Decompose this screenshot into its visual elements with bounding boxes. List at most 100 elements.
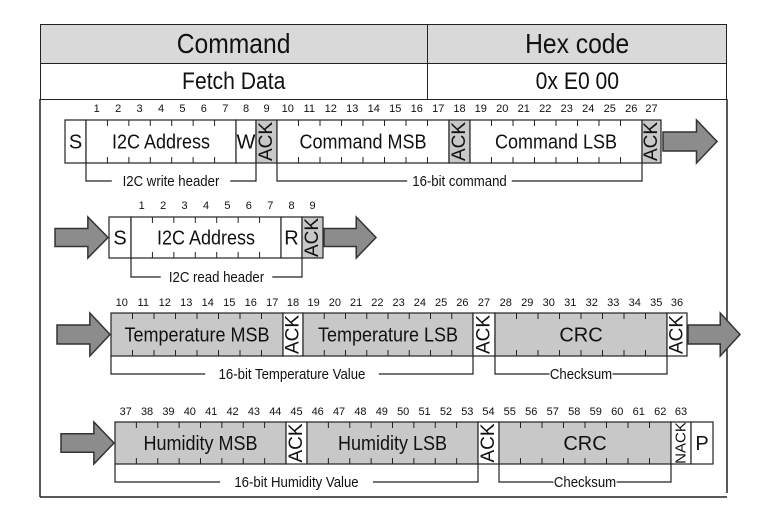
bit-number: 52	[440, 406, 452, 418]
bit-number: 40	[184, 406, 196, 418]
bit-number: 63	[675, 406, 687, 418]
segment-ack-box	[641, 119, 662, 164]
bit-number: 9	[263, 103, 269, 115]
cell-command-value: Fetch Data	[182, 67, 286, 95]
bit-number: 22	[371, 297, 383, 309]
bit-number: 23	[393, 297, 405, 309]
bit-number: 48	[354, 406, 366, 418]
segment-ack-label: ACK	[302, 218, 323, 257]
arrow-in-icon	[56, 311, 112, 358]
arrow-out-icon	[687, 311, 742, 358]
bit-number: 45	[290, 406, 302, 418]
bit-number: 14	[202, 297, 214, 309]
bracket-checksum-label: Checksum	[554, 473, 616, 490]
bit-number: 60	[611, 406, 623, 418]
bit-number: 16	[411, 103, 423, 115]
bit-number: 17	[266, 297, 278, 309]
bit-number: 26	[625, 103, 637, 115]
bracket-checksum-label: Checksum	[550, 365, 612, 382]
bit-number: 27	[478, 297, 490, 309]
bit-number: 26	[456, 297, 468, 309]
bit-number: 47	[333, 406, 345, 418]
bracket-16-bit-humidity-value-label: 16-bit Humidity Value	[234, 473, 358, 490]
bit-number: 20	[329, 297, 341, 309]
table-header-row: Command Hex code	[40, 24, 727, 64]
arrow-out-icon	[662, 118, 719, 165]
segment-humidity-msb-label: Humidity MSB	[144, 433, 258, 455]
segment-ack-label: ACK	[478, 423, 499, 462]
bit-number: 2	[160, 200, 166, 212]
bracket-checksum-line	[616, 464, 672, 483]
bit-number: 24	[582, 103, 594, 115]
bit-number: 4	[158, 103, 164, 115]
bit-number: 13	[180, 297, 192, 309]
bit-number: 37	[120, 406, 132, 418]
bit-number: 20	[496, 103, 508, 115]
bit-number: 25	[435, 297, 447, 309]
bit-number: 18	[453, 103, 465, 115]
bit-number: 25	[604, 103, 616, 115]
bit-number: 15	[389, 103, 401, 115]
bit-number: 8	[243, 103, 249, 115]
cell-hex-code: 0x E0 00	[427, 63, 727, 100]
bit-number: 14	[368, 103, 380, 115]
bracket-i2c-write-header-line	[230, 163, 257, 182]
bit-number: 51	[418, 406, 430, 418]
segment-ack-label: ACK	[286, 423, 307, 462]
bit-number: 39	[162, 406, 174, 418]
bit-number: 53	[461, 406, 473, 418]
bit-number: 35	[650, 297, 662, 309]
segment-temperature-msb-label: Temperature MSB	[125, 325, 270, 347]
bit-number: 21	[518, 103, 530, 115]
bit-number: 54	[482, 406, 494, 418]
bit-number: 4	[203, 200, 209, 212]
bracket-checksum-line	[494, 356, 550, 375]
bit-number: 11	[138, 297, 149, 309]
bit-number: 41	[205, 406, 217, 418]
segment-command-msb-box	[276, 119, 450, 164]
bit-number: 42	[226, 406, 238, 418]
segment-crc-label: CRC	[563, 433, 606, 455]
header-command: Command	[40, 24, 428, 64]
cell-hex-code-value: 0x E0 00	[535, 67, 619, 95]
bit-number: 2	[115, 103, 121, 115]
arrow-in-icon	[60, 420, 116, 466]
bit-number: 18	[287, 297, 299, 309]
bit-number: 5	[179, 103, 185, 115]
arrow-in-icon	[54, 215, 110, 260]
header-command-label: Command	[177, 28, 291, 59]
bit-number: 55	[504, 406, 516, 418]
bracket-checksum-line	[612, 356, 668, 375]
segment-s-label: S	[113, 228, 126, 250]
bit-number: 3	[137, 103, 143, 115]
bit-number: 24	[414, 297, 426, 309]
bracket-i2c-read-header-line	[130, 258, 161, 278]
bit-number: 6	[246, 200, 252, 212]
bracket-16-bit-temperature-value-label: 16-bit Temperature Value	[219, 365, 366, 382]
bracket-16-bit-command-line	[276, 163, 408, 182]
segment-ack-label: ACK	[641, 122, 662, 161]
segment-ack-box	[301, 216, 324, 259]
bit-number: 44	[269, 406, 281, 418]
bit-number: 56	[525, 406, 537, 418]
bracket-16-bit-command-line	[511, 163, 643, 182]
bit-number: 8	[288, 200, 294, 212]
segment-r-label: R	[284, 228, 298, 250]
bit-number: 9	[309, 200, 315, 212]
bit-number: 43	[248, 406, 260, 418]
bit-number: 38	[141, 406, 153, 418]
bit-number: 3	[182, 200, 188, 212]
bit-number: 11	[304, 103, 315, 115]
bit-number: 46	[312, 406, 324, 418]
bit-number: 34	[629, 297, 641, 309]
bit-number: 12	[159, 297, 171, 309]
segment-ack-label: ACK	[256, 122, 277, 161]
bit-number: 50	[397, 406, 409, 418]
bit-number: 59	[590, 406, 602, 418]
bit-number: 31	[564, 297, 576, 309]
segment-w-label: W	[237, 132, 256, 154]
